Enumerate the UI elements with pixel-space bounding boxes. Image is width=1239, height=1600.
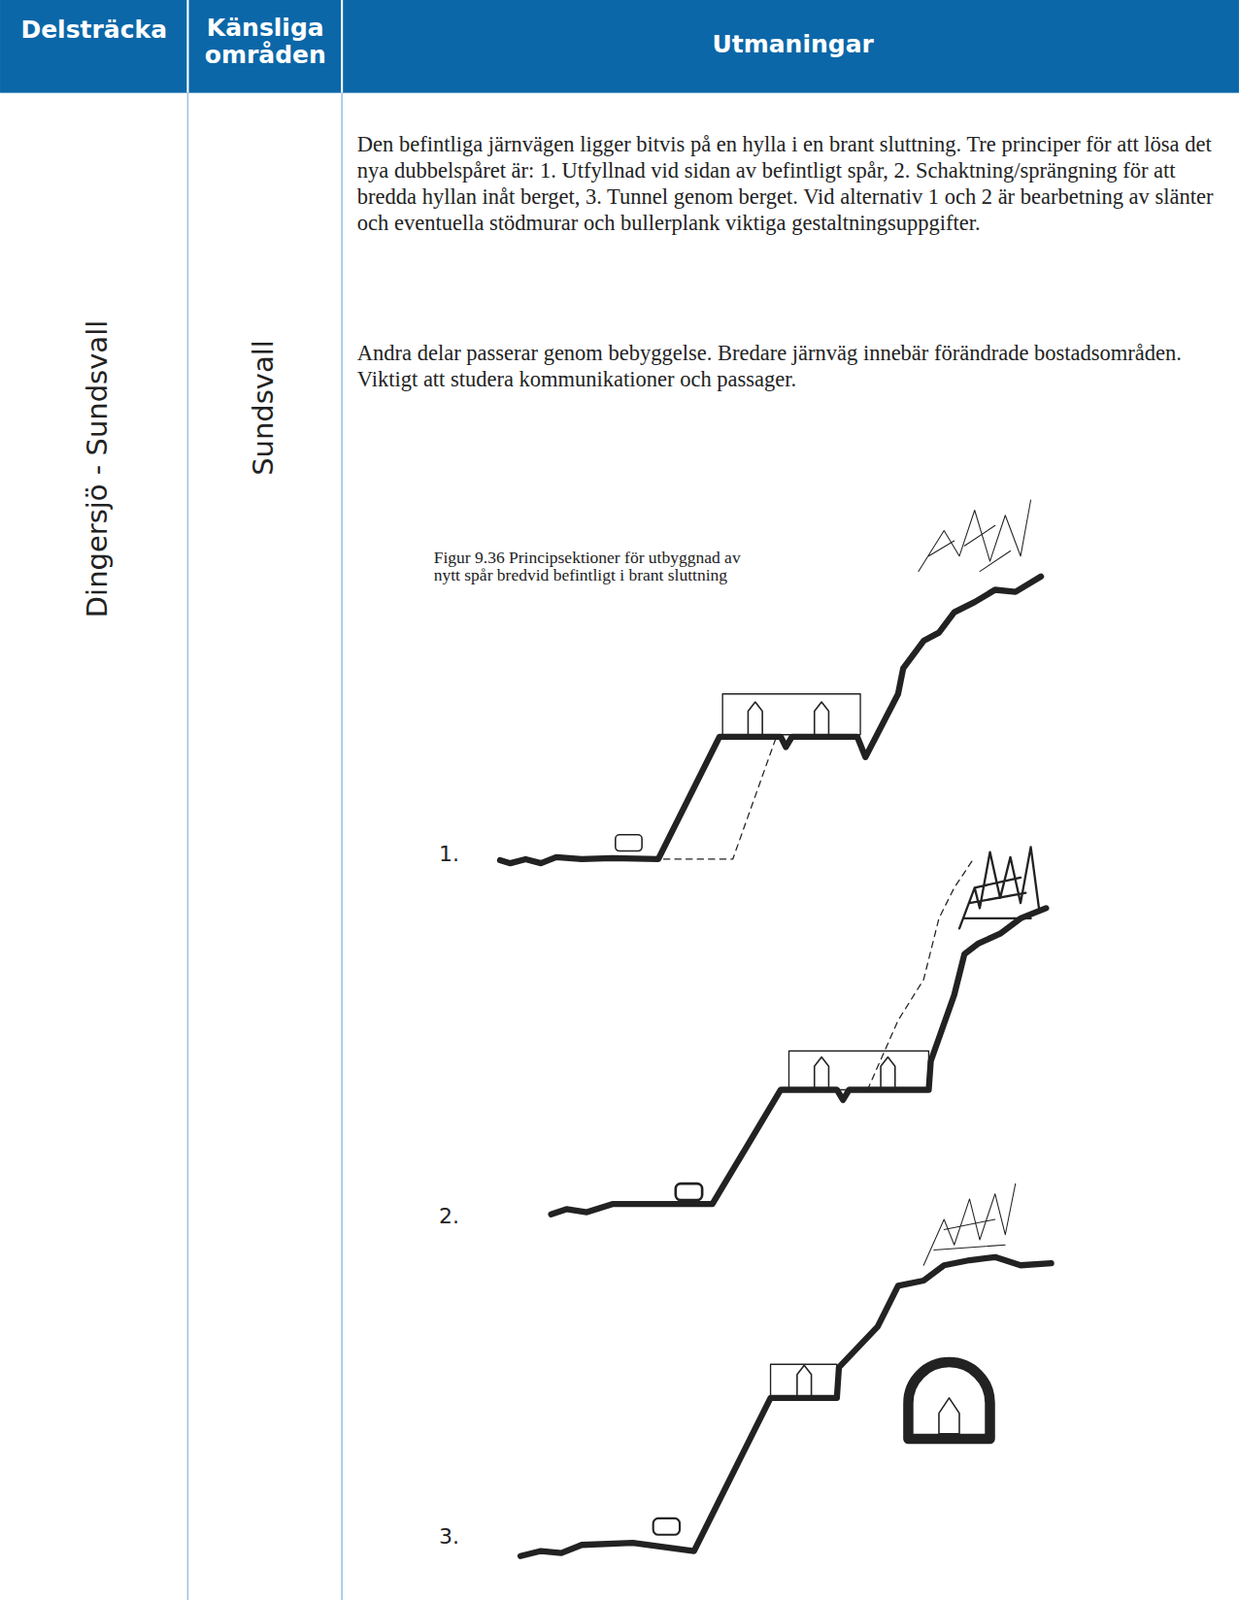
section-name: Dingersjö - Sundsvall [80,320,114,618]
section-number: 2. [438,1204,460,1229]
header-cell: Delsträcka [0,16,188,45]
section-number: 1. [438,841,460,867]
area-name: Sundsvall [246,340,280,477]
body-text: Andra delar passerar genom bebyggelse. B… [357,339,1236,393]
header-bar [0,0,1239,94]
section-sketches [500,500,1052,1557]
header-cell: Känsliga områden [194,14,337,71]
section-number: 3. [438,1524,460,1549]
body-text: Den befintliga järnvägen ligger bitvis p… [357,131,1236,236]
header-cell: Utmaningar [346,31,1239,60]
figure-caption: Figur 9.36 Principsektioner för utbyggna… [434,548,771,584]
